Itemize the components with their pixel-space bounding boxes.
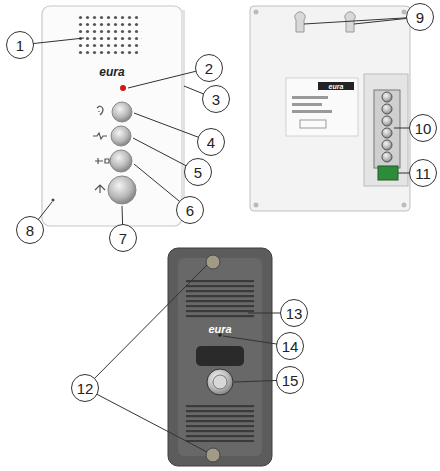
callout-circle: 15 [276,366,304,394]
outdoor-panel [168,248,272,466]
callout-number: 13 [286,306,303,321]
indoor-unit-front [42,6,185,226]
callout-circle: 4 [197,128,225,156]
callout-number: 1 [16,38,24,53]
callout-number: 9 [416,10,424,25]
callout-number: 11 [415,166,431,181]
callout-circle: 3 [202,85,230,113]
callout-circle: 11 [409,159,437,187]
brand-logo: eura [208,324,231,335]
callout-number: 10 [415,121,432,136]
callout-number: 5 [194,165,202,180]
callout-circle: 8 [16,216,44,244]
callout-circle: 9 [406,3,434,31]
leader-lines [20,17,424,452]
callout-circle: 2 [195,54,223,82]
callout-number: 7 [119,231,127,246]
callout-number: 3 [212,92,220,107]
callout-circle: 6 [176,196,204,224]
callout-number: 6 [186,203,194,218]
callout-number: 4 [207,135,215,150]
brand-logo: eura [329,83,344,90]
indoor-unit-back [250,6,410,211]
callout-number: 15 [282,373,299,388]
callout-circle: 13 [280,299,308,327]
callout-number: 12 [77,381,94,396]
callout-circle: 14 [276,332,304,360]
callout-circle: 12 [71,374,99,402]
callout-circle: 1 [6,31,34,59]
callout-number: 8 [26,223,34,238]
callout-circle: 7 [109,224,137,252]
callout-circle: 10 [409,114,437,142]
callout-circle: 5 [184,158,212,186]
brand-logo: eura [99,66,124,78]
callout-number: 14 [282,339,299,354]
callout-number: 2 [205,61,213,76]
